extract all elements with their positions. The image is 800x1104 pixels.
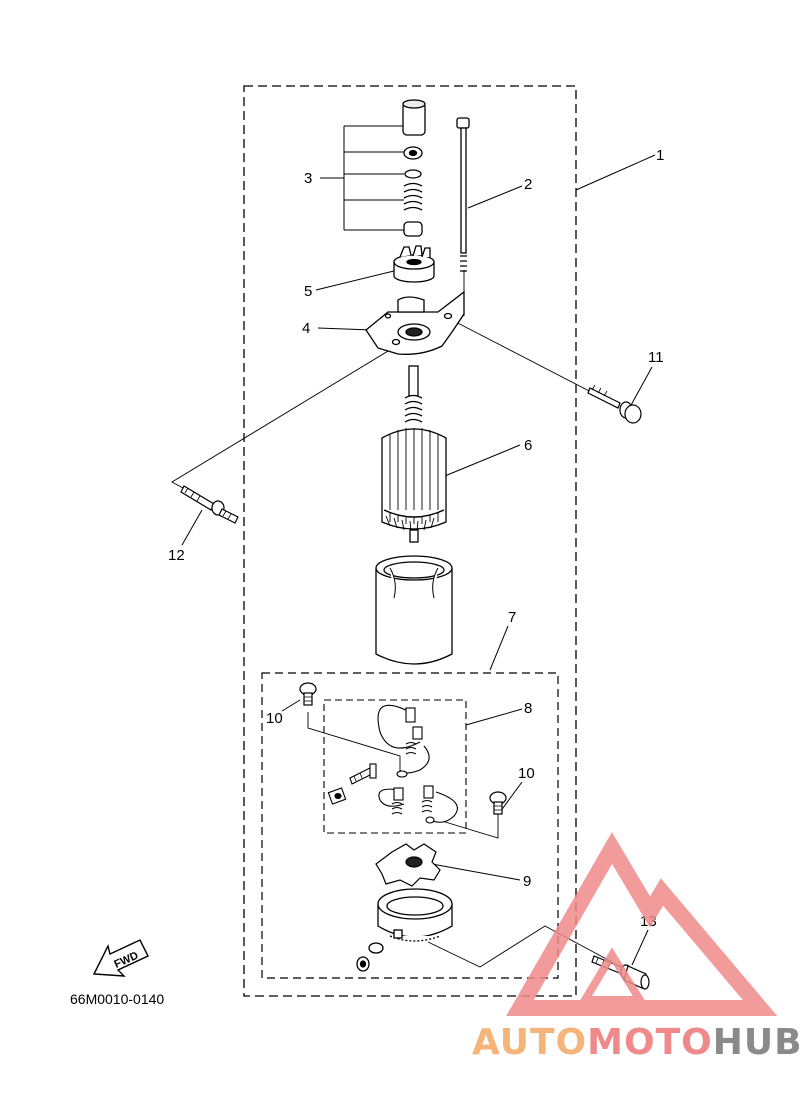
- callout-9: 9: [523, 873, 531, 890]
- watermark-moto: MOTO: [587, 1022, 713, 1063]
- brush-plate: [375, 843, 441, 887]
- pinion-parts-stack: [402, 99, 426, 237]
- bolt-11: [587, 384, 642, 424]
- callout-1: 1: [656, 147, 664, 164]
- callout-11: 11: [648, 349, 664, 366]
- front-bracket: [365, 290, 465, 355]
- callout-6: 6: [524, 437, 532, 454]
- through-bolt: [456, 117, 470, 272]
- callout-10-right: 10: [518, 765, 535, 782]
- callout-2: 2: [524, 176, 532, 193]
- leader-lines: [181, 125, 656, 966]
- watermark-auto: AUTO: [472, 1022, 587, 1063]
- assembly-box: [243, 85, 577, 997]
- stud-12: [180, 485, 239, 524]
- fwd-arrow-icon: FWD: [92, 939, 149, 977]
- drawing-code: 66M0010-0140: [70, 991, 164, 1007]
- watermark-logo: [506, 832, 778, 1016]
- end-cover-box: [261, 672, 559, 979]
- callout-10-left: 10: [266, 710, 283, 727]
- callout-7: 7: [508, 609, 516, 626]
- callout-8: 8: [524, 700, 532, 717]
- watermark-hub: HUB: [713, 1022, 800, 1063]
- callout-12: 12: [168, 547, 185, 564]
- pinion-gear: [393, 245, 435, 283]
- end-cover: [356, 888, 453, 972]
- callout-4: 4: [302, 320, 310, 337]
- screw-10-right: [489, 791, 507, 815]
- brush-box: [323, 699, 467, 834]
- screw-10-left: [299, 682, 317, 706]
- callout-3: 3: [304, 170, 312, 187]
- brush-set: [327, 704, 458, 824]
- armature: [381, 365, 447, 543]
- yoke-housing: [375, 555, 453, 665]
- callout-5: 5: [304, 283, 312, 300]
- watermark-text: AUTOMOTOHUB: [472, 1022, 800, 1063]
